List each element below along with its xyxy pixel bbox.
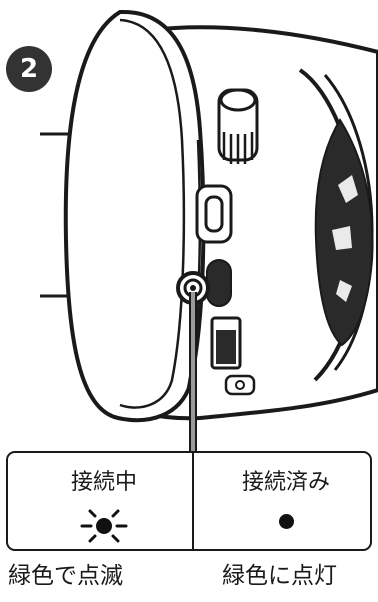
- ear-cushion: [63, 9, 206, 423]
- status-divider: [192, 451, 194, 551]
- state-label: 接続中: [70, 470, 137, 495]
- caption-solid: 緑色に点灯: [222, 563, 337, 589]
- led-pointer-line: [189, 292, 197, 452]
- power-button: [206, 259, 232, 307]
- state-label: 接続済み: [241, 470, 330, 495]
- state-connected: 接続済み: [196, 470, 376, 529]
- led-status-box: [6, 451, 372, 551]
- state-connecting: 接続中: [14, 470, 194, 546]
- blinking-light-icon: [80, 509, 128, 543]
- solid-light-icon: [278, 514, 294, 529]
- step-number-badge: 2: [6, 46, 52, 92]
- caption-blinking: 緑色で点滅: [8, 563, 123, 589]
